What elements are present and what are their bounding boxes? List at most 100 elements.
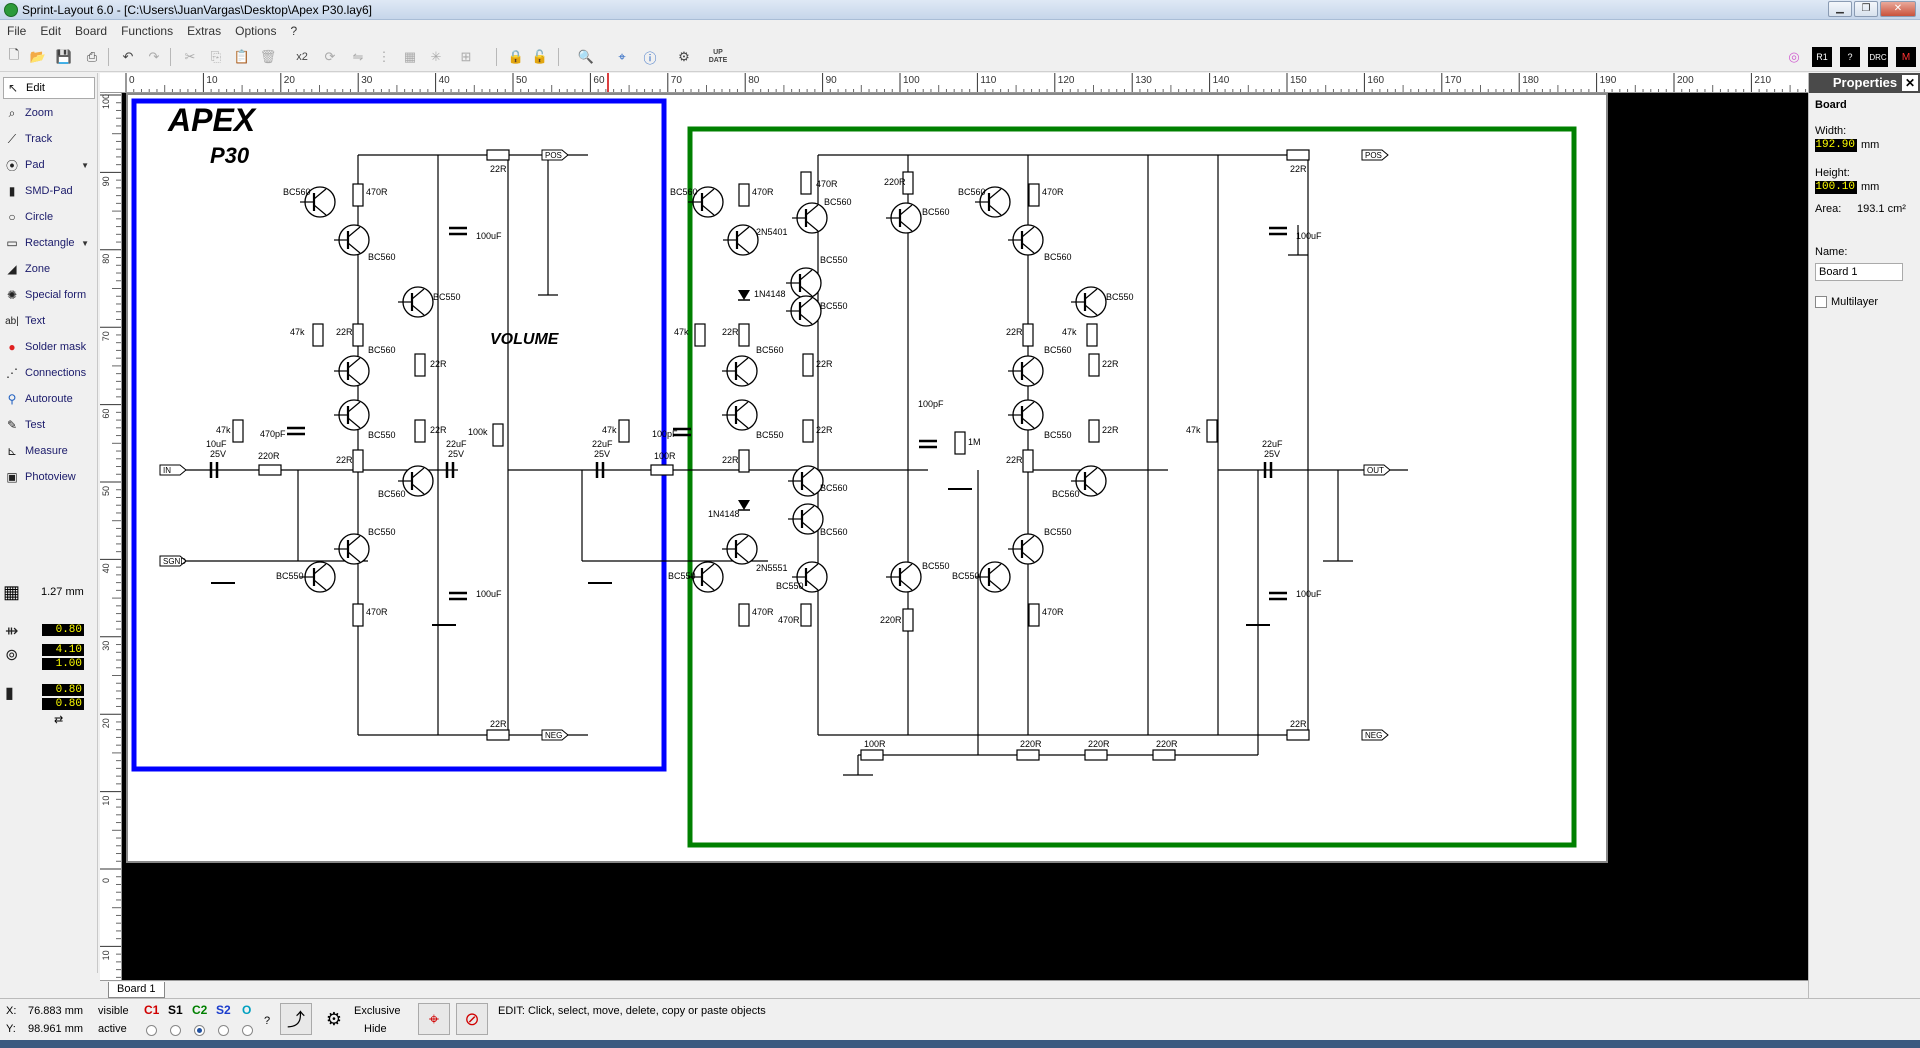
transistor-collector xyxy=(899,563,913,575)
radio-c1[interactable] xyxy=(146,1025,157,1036)
radio-s2[interactable] xyxy=(218,1025,229,1036)
mirror-icon[interactable]: ⇋ xyxy=(352,49,364,64)
swap-icon[interactable]: ⇄ xyxy=(54,714,64,726)
exclusive-icon[interactable]: ⚙ xyxy=(325,1008,343,1029)
menu-options[interactable]: Options xyxy=(235,24,277,38)
track-icon: ⟋ xyxy=(7,131,17,146)
tool-zoom[interactable]: ⌕Zoom xyxy=(3,102,95,124)
rotate-icon[interactable]: ⟳ xyxy=(324,49,336,64)
menu-file[interactable]: File xyxy=(7,24,27,38)
pad-outer-field[interactable]: 4.10 xyxy=(42,644,84,656)
update-button[interactable]: UP DATE xyxy=(708,49,728,64)
tool-rectangle[interactable]: ▭Rectangle▼ xyxy=(3,232,95,254)
tool-edit[interactable]: ↖Edit xyxy=(3,77,95,99)
board-tab-bar: Board 1 xyxy=(100,980,1808,998)
paste-icon[interactable]: 📋 xyxy=(233,49,251,64)
duplicate-button[interactable]: x2 xyxy=(296,51,308,63)
rectangle-dropdown-icon[interactable]: ▼ xyxy=(81,238,89,248)
group-icon[interactable]: ▦ xyxy=(403,49,417,64)
tool-photoview[interactable]: ▣Photoview xyxy=(3,466,95,488)
track-width-icon: ⇻ xyxy=(5,623,19,640)
radio-c2[interactable] xyxy=(194,1025,205,1036)
open-folder-icon[interactable]: 📂 xyxy=(29,49,47,64)
tool-solder-mask[interactable]: ●Solder mask xyxy=(3,336,95,358)
tool-smd-pad[interactable]: ▮SMD-Pad xyxy=(3,180,95,202)
layer-c1[interactable]: C1 xyxy=(144,1003,160,1017)
copy-icon[interactable]: ⎘ xyxy=(210,49,222,64)
lock-icon[interactable]: 🔒 xyxy=(507,49,525,64)
area-value: 193.1 cm² xyxy=(1857,203,1906,215)
layer-c2[interactable]: C2 xyxy=(192,1003,208,1017)
menu-functions[interactable]: Functions xyxy=(121,24,174,38)
tool-autoroute[interactable]: ⚲Autoroute xyxy=(3,388,95,410)
no-snap-icon[interactable]: ⊘ xyxy=(456,1003,488,1035)
board-height-field[interactable]: 100.10 xyxy=(1815,181,1857,194)
menu-help[interactable]: ? xyxy=(290,24,298,38)
radio-o[interactable] xyxy=(242,1025,253,1036)
tool-track[interactable]: ⟋Track xyxy=(3,128,95,150)
menu-edit[interactable]: Edit xyxy=(40,24,62,38)
r1-icon[interactable]: R1 xyxy=(1812,47,1832,67)
properties-close-icon[interactable]: ✕ xyxy=(1902,75,1918,91)
schematic-label: 100R xyxy=(864,739,886,749)
circle-tool-icon[interactable]: ◎ xyxy=(1788,49,1800,64)
minimize-button[interactable]: ▁ xyxy=(1828,1,1852,17)
ruler-left-tick: 20 xyxy=(101,718,111,728)
drc-icon[interactable]: DRC xyxy=(1868,47,1888,67)
resistor-symbol xyxy=(802,419,814,443)
cut-icon[interactable]: ✂ xyxy=(184,49,196,64)
board-tab[interactable]: Board 1 xyxy=(108,982,165,998)
print-icon[interactable]: ⎙ xyxy=(86,49,98,64)
redo-icon[interactable]: ↷ xyxy=(148,49,160,64)
tool-pad[interactable]: ⦿Pad▼ xyxy=(3,154,95,176)
smd-height-field[interactable]: 0.80 xyxy=(42,698,84,710)
tool-text[interactable]: ab|Text xyxy=(3,310,95,332)
settings-icon[interactable]: ⚙ xyxy=(678,49,690,64)
layer-o[interactable]: O xyxy=(242,1003,252,1017)
maximize-button[interactable]: ❐ xyxy=(1854,1,1878,17)
tool-zone[interactable]: ◢Zone xyxy=(3,258,95,280)
layer-s1[interactable]: S1 xyxy=(168,1003,183,1017)
smd-width-field[interactable]: 0.80 xyxy=(42,684,84,696)
board-name-field[interactable]: Board 1 xyxy=(1815,263,1903,281)
layer-help[interactable]: ? xyxy=(264,1015,271,1027)
new-file-icon[interactable]: 🗋 xyxy=(8,47,20,62)
info-icon[interactable]: ⓘ xyxy=(643,50,657,66)
macro-icon[interactable]: M xyxy=(1896,47,1916,67)
multilayer-checkbox[interactable] xyxy=(1815,296,1827,308)
transistor-collector xyxy=(1021,535,1035,547)
tool-circle[interactable]: ○Circle xyxy=(3,206,95,228)
transistor-emitter xyxy=(347,417,361,429)
close-button[interactable]: ✕ xyxy=(1880,1,1916,17)
tool-test[interactable]: ✎Test xyxy=(3,414,95,436)
menu-extras[interactable]: Extras xyxy=(187,24,222,38)
track-width-field[interactable]: 0.80 xyxy=(42,624,84,636)
schematic-label: 470R xyxy=(778,615,800,625)
pad-dropdown-icon[interactable]: ▼ xyxy=(81,160,89,170)
ungroup-icon[interactable]: ✳ xyxy=(430,49,442,64)
resistor-symbol xyxy=(352,323,364,347)
snap-icon[interactable]: ⊞ xyxy=(460,49,472,64)
grid-selector[interactable]: ▦1.27 mm xyxy=(3,581,84,602)
align-icon[interactable]: ⋮ xyxy=(377,49,391,64)
crosshair-icon[interactable]: ⌖ xyxy=(418,1003,450,1035)
schematic-label: 100pF xyxy=(652,429,678,439)
zoom-board-icon[interactable]: ⌖ xyxy=(618,49,626,64)
radio-s1[interactable] xyxy=(170,1025,181,1036)
tool-special-form[interactable]: ✺Special form xyxy=(3,284,95,306)
save-icon[interactable]: 💾 xyxy=(55,49,73,64)
menu-board[interactable]: Board xyxy=(75,24,108,38)
tool-measure[interactable]: ⊾Measure xyxy=(3,440,95,462)
delete-icon[interactable]: 🗑 xyxy=(259,49,277,64)
board-width-field[interactable]: 192.90 xyxy=(1815,139,1857,152)
search-icon[interactable]: 🔍 xyxy=(577,49,595,64)
help-icon[interactable]: ? xyxy=(1840,47,1860,67)
layer-s2[interactable]: S2 xyxy=(216,1003,231,1017)
pad-inner-field[interactable]: 1.00 xyxy=(42,658,84,670)
tool-connections[interactable]: ⋰Connections xyxy=(3,362,95,384)
undo-icon[interactable]: ↶ xyxy=(122,49,134,64)
unlock-icon[interactable]: 🔓 xyxy=(531,49,549,64)
ratsnest-icon[interactable]: ⤴ xyxy=(280,1003,312,1035)
